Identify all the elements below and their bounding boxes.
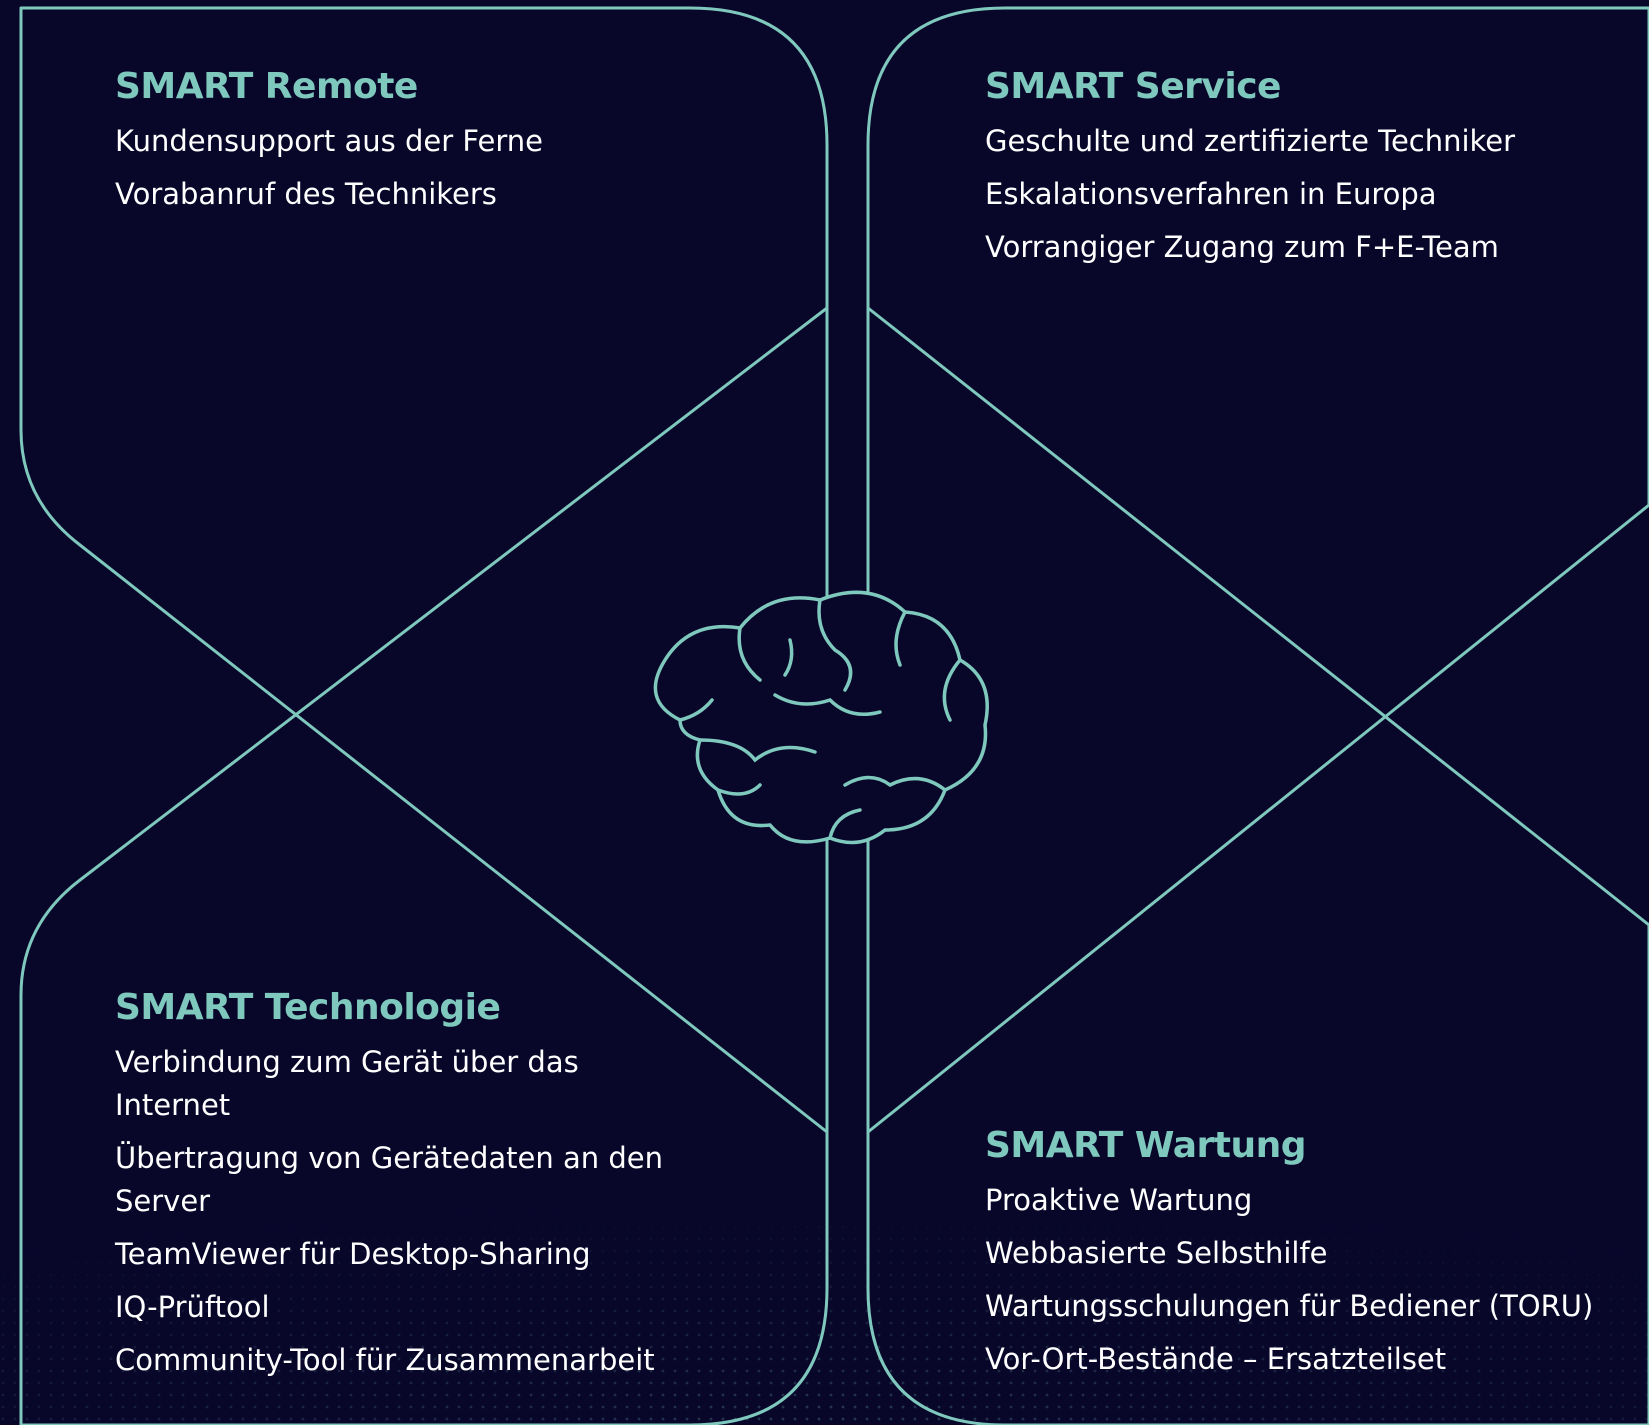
list-item: Community-Tool für Zusammenarbeit [115, 1343, 655, 1378]
brain-icon [653, 590, 989, 845]
quadrant-title: SMART Wartung [985, 1125, 1307, 1166]
list-item: Vor-Ort-Bestände – Ersatzteilset [985, 1342, 1447, 1377]
list-item: Geschulte und zertifizierte Techniker [985, 124, 1516, 159]
list-item: Vorrangiger Zugang zum F+E-Team [985, 230, 1499, 265]
quadrant-smart-technologie: SMART Technologie Verbindung zum Gerät ü… [115, 986, 675, 1392]
list-item: Webbasierte Selbsthilfe [985, 1236, 1328, 1271]
quadrant-title: SMART Technologie [115, 987, 501, 1028]
list-item: Proaktive Wartung [985, 1183, 1253, 1218]
feature-list: Geschulte und zertifizierte Techniker Es… [985, 120, 1625, 269]
dot-texture [0, 1150, 1649, 1425]
list-item: Übertragung von Gerätedaten an den Serve… [115, 1141, 663, 1219]
feature-list: Verbindung zum Gerät über das Internet Ü… [115, 1041, 675, 1382]
list-item: Eskalationsverfahren in Europa [985, 177, 1437, 212]
list-item: Vorabanruf des Technikers [115, 177, 497, 212]
quadrant-smart-service: SMART Service Geschulte und zertifiziert… [985, 65, 1625, 279]
list-item: IQ-Prüftool [115, 1290, 270, 1325]
list-item: Verbindung zum Gerät über das Internet [115, 1045, 579, 1123]
feature-list: Proaktive Wartung Webbasierte Selbsthilf… [985, 1179, 1625, 1381]
quadrant-smart-wartung: SMART Wartung Proaktive Wartung Webbasie… [985, 1124, 1625, 1391]
quadrant-title: SMART Service [985, 66, 1281, 107]
panel-service-outline [866, 6, 1649, 1134]
feature-list: Kundensupport aus der Ferne Vorabanruf d… [115, 120, 755, 216]
panel-remote-outline [19, 6, 829, 1134]
quadrant-title: SMART Remote [115, 66, 418, 107]
list-item: TeamViewer für Desktop-Sharing [115, 1237, 591, 1272]
quadrant-smart-remote: SMART Remote Kundensupport aus der Ferne… [115, 65, 755, 226]
list-item: Wartungsschulungen für Bediener (TORU) [985, 1289, 1594, 1324]
list-item: Kundensupport aus der Ferne [115, 124, 543, 159]
